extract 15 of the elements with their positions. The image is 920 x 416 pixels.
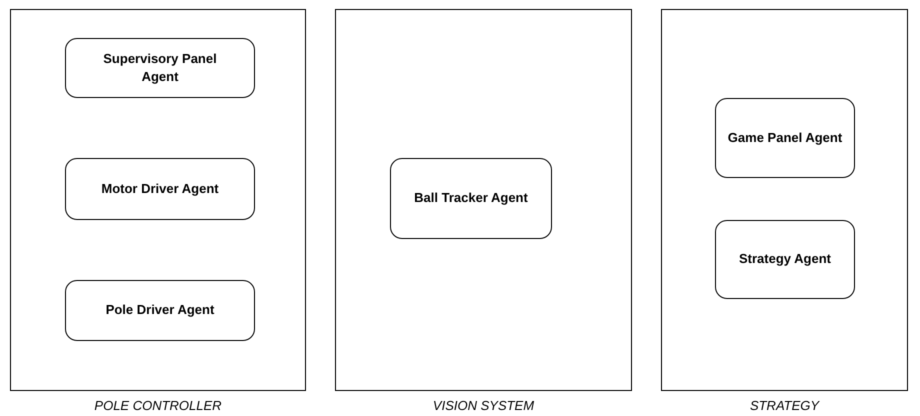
agent-name: Strategy Agent bbox=[739, 250, 831, 268]
agent-box bbox=[715, 98, 855, 178]
agent-name: Ball Tracker Agent bbox=[414, 189, 528, 208]
agent-box bbox=[65, 280, 255, 341]
agent-box bbox=[390, 158, 552, 239]
device-caption: POLE CONTROLLER bbox=[93, 398, 223, 413]
device-caption: VISION SYSTEM bbox=[432, 398, 536, 413]
agent-name: Game Panel Agent bbox=[728, 128, 842, 147]
agent-box bbox=[715, 220, 855, 299]
agent-box bbox=[65, 38, 255, 98]
agent-name: Supervisory Panel Agent bbox=[102, 50, 218, 86]
device-caption: STRATEGY bbox=[748, 398, 821, 413]
agent-name: Pole Driver Agent bbox=[106, 301, 214, 320]
agent-box bbox=[65, 158, 255, 220]
agent-name: Motor Driver Agent bbox=[101, 180, 219, 198]
